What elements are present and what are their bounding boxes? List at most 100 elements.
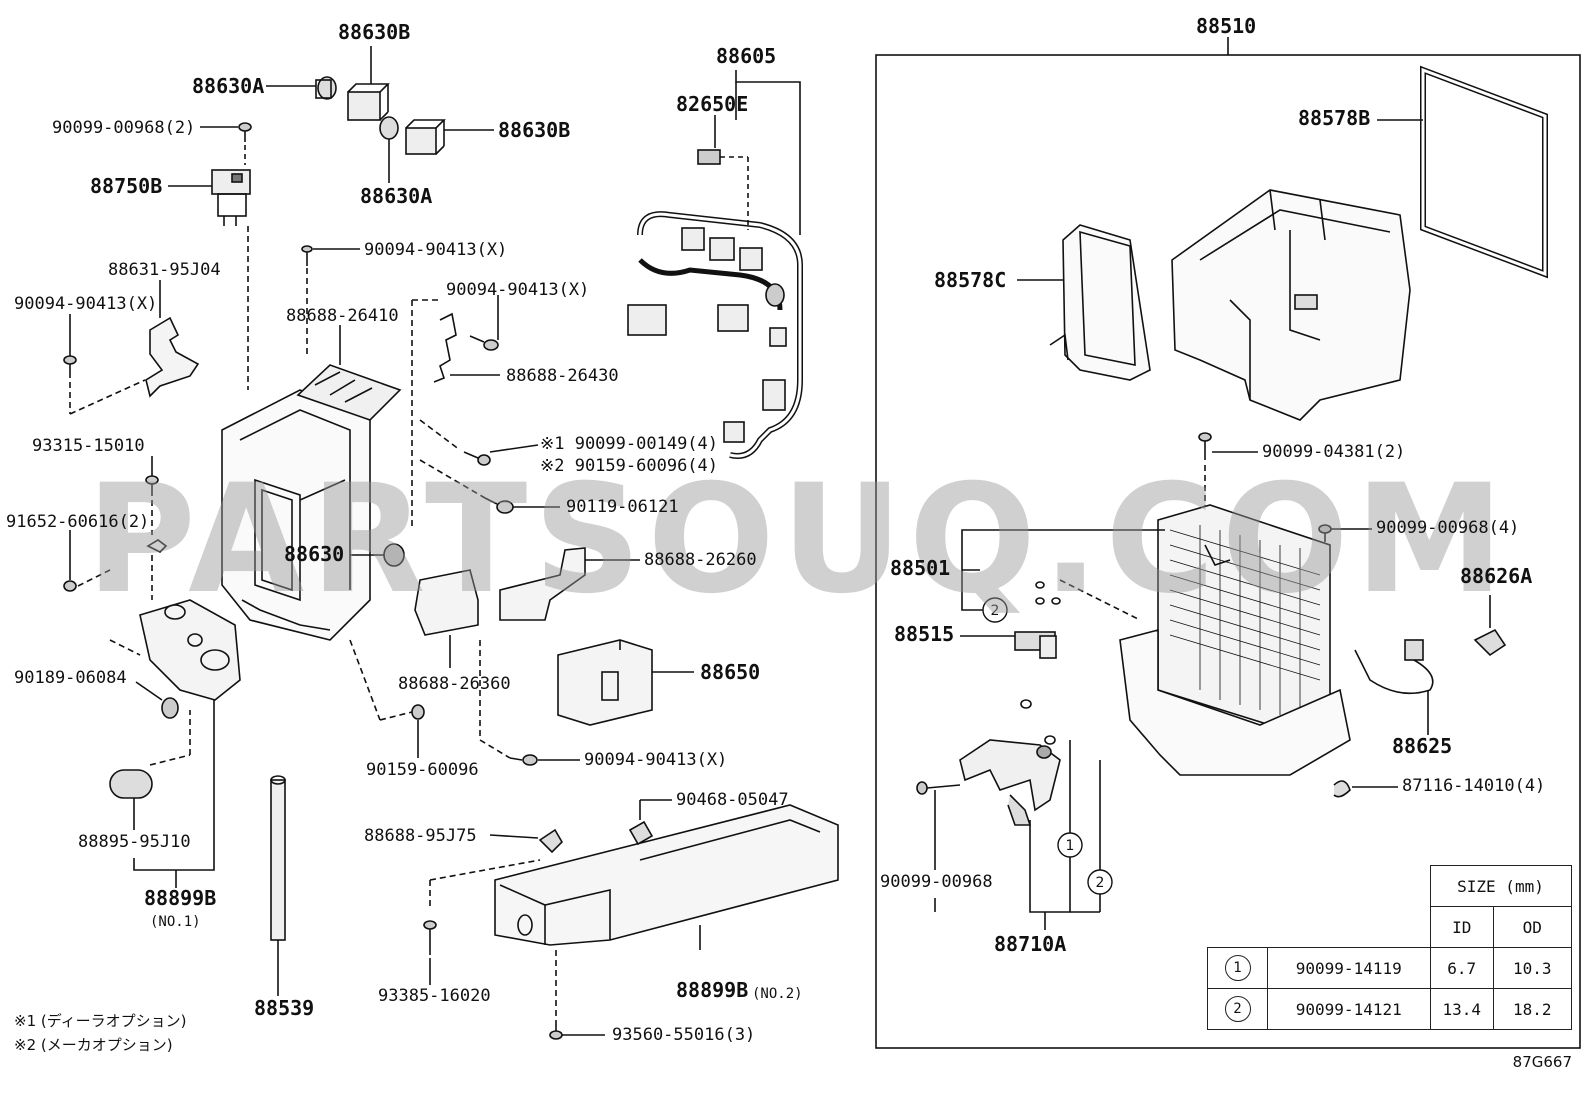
marker-circle-2-lower bbox=[1087, 869, 1113, 895]
label-88630A-top: 88630A bbox=[192, 74, 265, 98]
label-88578B: 88578B bbox=[1298, 106, 1371, 130]
screw-90159-60096 bbox=[411, 704, 425, 720]
size-row-id: 13.4 bbox=[1429, 988, 1494, 1030]
size-row-mark: 1 bbox=[1224, 955, 1251, 981]
label-88539: 88539 bbox=[254, 996, 315, 1020]
clip-88626A bbox=[1473, 628, 1507, 657]
label-88630: 88630 bbox=[284, 542, 345, 566]
filter-88578C bbox=[1049, 224, 1151, 381]
label-88515: 88515 bbox=[894, 622, 955, 646]
label-88578C: 88578C bbox=[934, 268, 1007, 292]
size-table: SIZE (mm) ID OD 1 90099-14119 6.7 10.3 2… bbox=[1207, 865, 1572, 1030]
size-row-mark: 2 bbox=[1224, 996, 1251, 1022]
label-82650E: 82650E bbox=[676, 92, 749, 116]
part-88630A-lower bbox=[379, 116, 399, 140]
screw-93315-15010 bbox=[145, 475, 159, 496]
marker-label-2-lower: 2 bbox=[1096, 875, 1105, 891]
size-row-part: 90099-14119 bbox=[1267, 947, 1431, 989]
reference-code: 87G667 bbox=[1512, 1053, 1572, 1071]
bolt-93385-16020 bbox=[423, 920, 437, 955]
label-88630B-top: 88630B bbox=[338, 20, 411, 44]
size-table-col-od: OD bbox=[1492, 906, 1572, 948]
label-90159-60096: 90159-60096 bbox=[366, 760, 479, 780]
label-88626A: 88626A bbox=[1460, 564, 1533, 588]
label-88688-26260: 88688-26260 bbox=[644, 550, 757, 570]
label-88895-95J10: 88895-95J10 bbox=[78, 832, 191, 852]
label-88630B-right: 88630B bbox=[498, 118, 571, 142]
tube-88539 bbox=[270, 775, 286, 941]
valve-88710A bbox=[959, 739, 1061, 826]
marker-circle-1-lower bbox=[1057, 832, 1083, 858]
size-table-row: 1 90099-14119 6.7 10.3 bbox=[1207, 947, 1572, 989]
bracket-88631-95J04 bbox=[145, 316, 200, 398]
label-88899B-no2: 88899B bbox=[676, 978, 749, 1002]
label-90099-00968: 90099-00968 bbox=[880, 872, 993, 892]
clip-90468-05047 bbox=[628, 820, 654, 846]
valve-88515 bbox=[1014, 631, 1057, 659]
label-88899B-no2-sub: (NO.2) bbox=[752, 986, 803, 1002]
clip-91652-60616 bbox=[63, 539, 168, 592]
screw-90099-04381 bbox=[1198, 432, 1212, 460]
note-dealer-option: ※1 (ディーラオプション) bbox=[14, 1012, 187, 1030]
size-row-od: 18.2 bbox=[1492, 988, 1572, 1030]
label-90119-06121: 90119-06121 bbox=[566, 497, 679, 517]
part-88630B-right bbox=[405, 119, 446, 155]
label-90159-60096-4: ※2 90159-60096(4) bbox=[540, 456, 719, 476]
label-91652-60616-2: 91652-60616(2) bbox=[6, 512, 150, 532]
label-90094-90413-d: 90094-90413(X) bbox=[584, 750, 728, 770]
label-93560-55016-3: 93560-55016(3) bbox=[612, 1025, 756, 1045]
plate-88688-26410 bbox=[296, 364, 402, 421]
label-88625: 88625 bbox=[1392, 734, 1453, 758]
filter-frame-88578B bbox=[1420, 65, 1548, 279]
label-93385-16020: 93385-16020 bbox=[378, 986, 491, 1006]
case-88899B-no1 bbox=[221, 389, 371, 641]
marker-label-1-lower: 1 bbox=[1066, 838, 1075, 854]
watermark: PARTSOUQ.COM bbox=[85, 453, 1511, 627]
part-88630A-top bbox=[315, 76, 337, 100]
screw-90094-90413-d bbox=[509, 754, 538, 766]
label-93315-15010: 93315-15010 bbox=[32, 436, 145, 456]
label-88631-95J04: 88631-95J04 bbox=[108, 260, 221, 280]
duct-88899B-no2 bbox=[494, 804, 839, 946]
label-90099-04381-2: 90099-04381(2) bbox=[1262, 442, 1406, 462]
label-88630A-bottom: 88630A bbox=[360, 184, 433, 208]
label-90099-00149-4: ※1 90099-00149(4) bbox=[540, 434, 719, 454]
screw-90094-90413-b bbox=[63, 355, 77, 378]
size-row-id: 6.7 bbox=[1429, 947, 1494, 989]
marker-label-2-upper: 2 bbox=[991, 603, 1000, 619]
amplifier-88650 bbox=[557, 639, 653, 726]
label-88688-95J75: 88688-95J75 bbox=[364, 826, 477, 846]
part-88750B bbox=[211, 169, 251, 226]
screw-90099-00149 bbox=[463, 451, 491, 466]
label-88688-26430: 88688-26430 bbox=[506, 366, 619, 386]
connector-82650E bbox=[697, 149, 721, 165]
clip-88688-95J75 bbox=[538, 828, 564, 854]
evaporator-88501 bbox=[1119, 504, 1351, 776]
note-maker-option: ※2 (メーカオプション) bbox=[14, 1036, 173, 1054]
label-88501: 88501 bbox=[890, 556, 951, 580]
label-88899B-no1-sub: (NO.1) bbox=[150, 914, 201, 930]
size-row-od: 10.3 bbox=[1492, 947, 1572, 989]
duct-plate bbox=[139, 599, 241, 701]
wire-harness-88605 bbox=[627, 211, 803, 459]
upper-case bbox=[1171, 189, 1411, 421]
size-row-part: 90099-14121 bbox=[1267, 988, 1431, 1030]
seal-88895-95J10 bbox=[109, 769, 153, 799]
bracket-88688-26360 bbox=[414, 569, 479, 636]
label-90468-05047: 90468-05047 bbox=[676, 790, 789, 810]
label-90099-00968-4: 90099-00968(4) bbox=[1376, 518, 1520, 538]
screw-93560-55016 bbox=[549, 1020, 563, 1040]
label-90094-90413-c: 90094-90413(X) bbox=[446, 280, 590, 300]
label-90189-06084: 90189-06084 bbox=[14, 668, 127, 688]
clip-88688-26430 bbox=[433, 312, 457, 383]
label-88650: 88650 bbox=[700, 660, 761, 684]
label-90094-90413-b: 90094-90413(X) bbox=[14, 294, 158, 314]
label-88750B: 88750B bbox=[90, 174, 163, 198]
size-table-col-id: ID bbox=[1429, 906, 1494, 948]
clip-87116-14010 bbox=[1333, 780, 1351, 798]
label-88688-26360: 88688-26360 bbox=[398, 674, 511, 694]
marker-circle-2-upper bbox=[982, 597, 1008, 623]
label-88510: 88510 bbox=[1196, 14, 1257, 38]
size-table-row: 2 90099-14121 13.4 18.2 bbox=[1207, 988, 1572, 1030]
